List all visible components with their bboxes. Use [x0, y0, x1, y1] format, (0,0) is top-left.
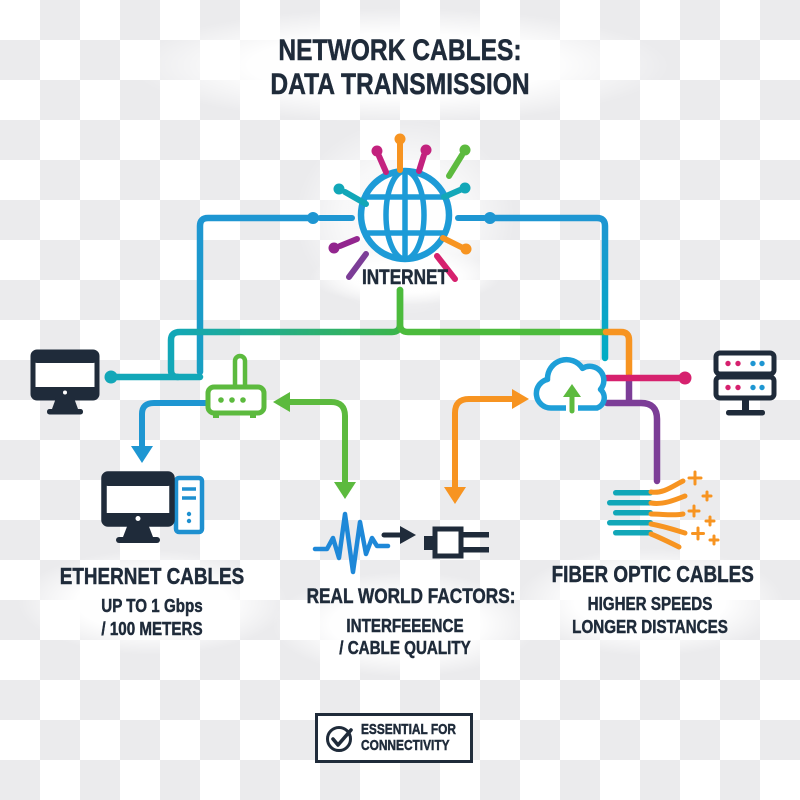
factors-detail-1: INTERFEEENCE [346, 614, 464, 636]
fiber-heading: FIBER OPTIC CABLES [551, 561, 754, 588]
fiber-detail-1: HIGHER SPEEDS [587, 593, 713, 615]
node-dot [678, 371, 692, 385]
factors-detail-2: / CABLE QUALITY [339, 637, 471, 659]
data-rays-icon [317, 133, 487, 282]
link-branch-left [167, 286, 404, 381]
badge-line-1: ESSENTIAL FOR [361, 721, 456, 739]
section-real-world-factors: REAL WORLD FACTORS: INTERFEEENCE / CABLE… [285, 584, 525, 660]
node-dot [104, 370, 118, 384]
factors-heading: REAL WORLD FACTORS: [306, 585, 516, 608]
ethernet-pc-icon [101, 471, 205, 543]
ethernet-heading: ETHERNET CABLES [59, 563, 245, 590]
section-fiber-optic: FIBER OPTIC CABLES HIGHER SPEEDS LONGER … [530, 560, 770, 638]
internet-label: INTERNET [361, 266, 449, 290]
section-ethernet: ETHERNET CABLES UP TO 1 Gbps / 100 METER… [32, 562, 272, 640]
network-links [104, 212, 692, 485]
check-circle-icon [326, 726, 353, 752]
link-branch-right [396, 286, 610, 336]
badge-text: ESSENTIAL FOR CONNECTIVITY [361, 721, 477, 755]
router-icon [205, 353, 267, 418]
node-dot [484, 212, 496, 224]
title-line-2: DATA TRANSMISSION [270, 67, 530, 101]
sparkles-icon [687, 470, 720, 546]
link-internet-to-monitor [196, 214, 317, 376]
node-dot [307, 212, 319, 224]
arrow-to-ethernet [131, 400, 209, 463]
link-cloud-to-fiber [603, 399, 661, 485]
signal-wave-icon [312, 511, 391, 575]
cable-connector-icon [424, 526, 489, 559]
link-internet-to-cloud [486, 214, 609, 362]
server-icon [713, 350, 777, 416]
badge-line-2: CONNECTIVITY [361, 738, 450, 755]
cloud-upload-icon [533, 356, 607, 414]
arrow-right-icon [381, 526, 416, 544]
ethernet-detail-1: UP TO 1 Gbps [101, 595, 203, 617]
desktop-monitor-icon [30, 349, 100, 415]
fiber-optic-icon [607, 470, 720, 550]
fiber-detail-2: LONGER DISTANCES [572, 615, 728, 637]
ethernet-detail-2: / 100 METERS [101, 617, 203, 639]
essential-connectivity-badge: ESSENTIAL FOR CONNECTIVITY [315, 713, 473, 763]
title-line-1: NETWORK CABLES: [278, 34, 522, 67]
arrow-router-interference [273, 392, 356, 499]
arrow-connector-cloud [444, 389, 529, 504]
link-junction-orange [602, 328, 633, 378]
internet-globe-icon [357, 167, 453, 263]
page-title: NETWORK CABLES: DATA TRANSMISSION [100, 34, 700, 102]
